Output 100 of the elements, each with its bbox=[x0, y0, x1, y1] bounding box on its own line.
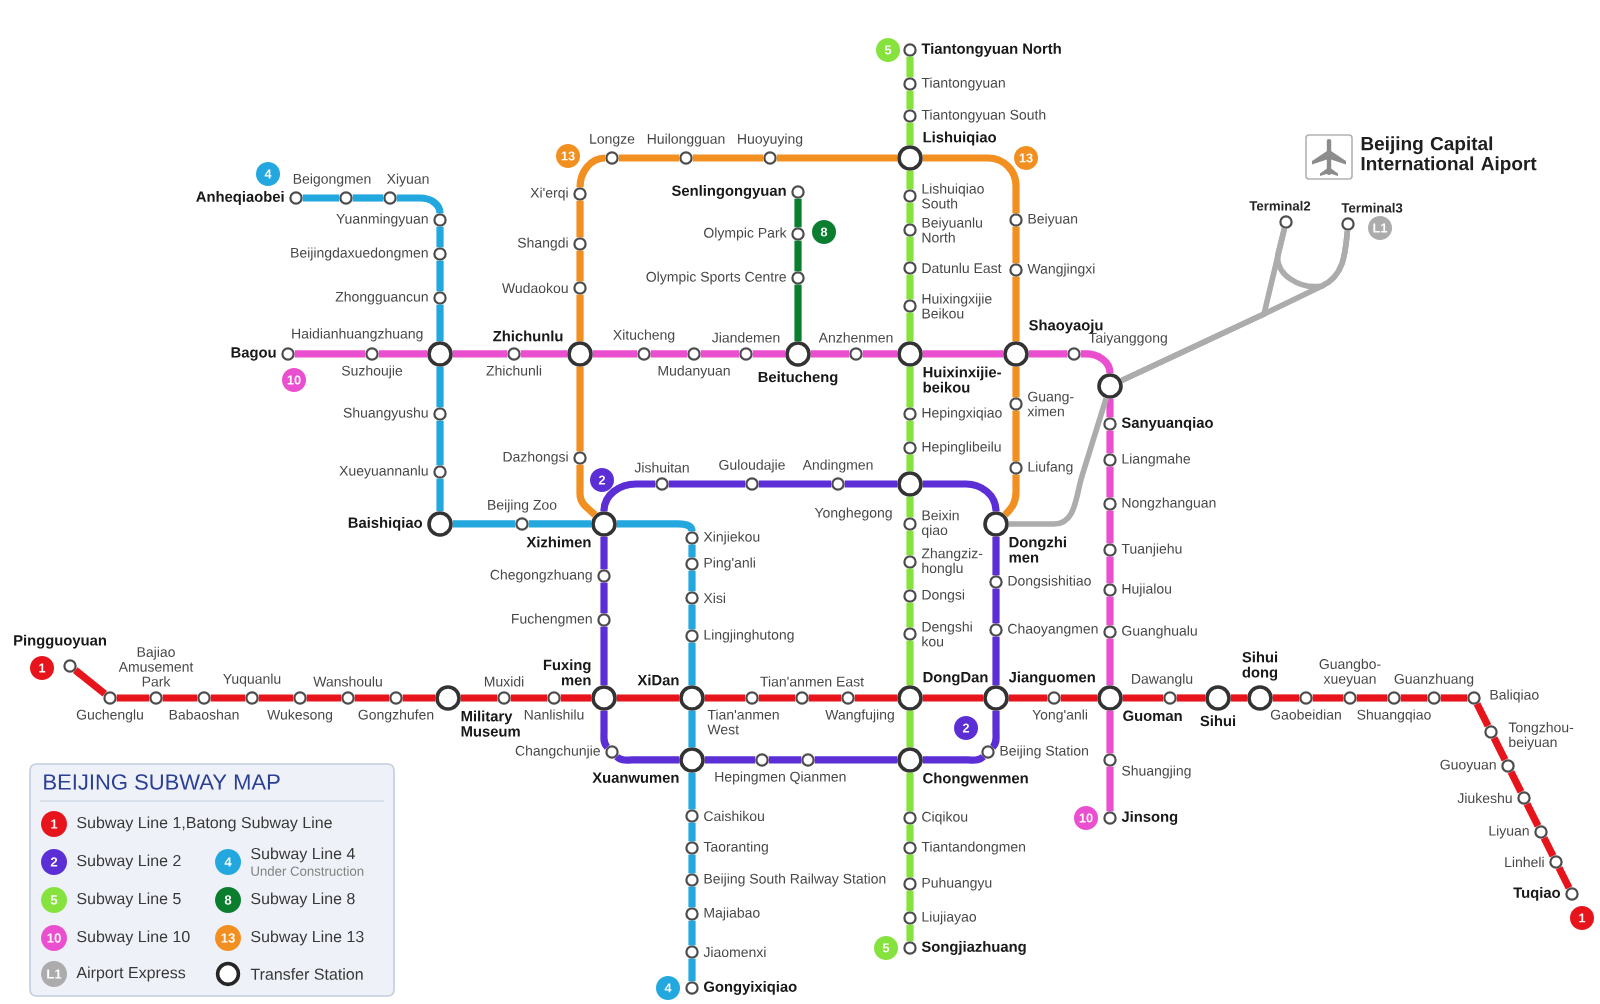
route-line bbox=[576, 366, 584, 452]
route-line bbox=[576, 200, 584, 238]
route-line bbox=[688, 544, 696, 558]
route-line bbox=[906, 420, 914, 442]
route-line bbox=[618, 154, 680, 162]
route-line bbox=[906, 312, 914, 342]
route-line bbox=[688, 958, 696, 982]
route-line bbox=[922, 753, 986, 764]
route-line bbox=[402, 694, 436, 702]
route-line bbox=[258, 694, 294, 702]
route-line bbox=[1122, 694, 1164, 702]
route-line bbox=[116, 694, 150, 702]
route-line bbox=[688, 604, 696, 630]
route-line bbox=[302, 194, 340, 202]
route-line bbox=[862, 350, 898, 358]
route-line bbox=[906, 236, 914, 262]
route-line bbox=[768, 756, 802, 764]
route-line bbox=[688, 854, 696, 874]
legend-text: Subway Line 2 bbox=[77, 854, 181, 870]
route-line bbox=[906, 602, 914, 628]
legend-text: Subway Line 1,Batong Subway Line bbox=[77, 816, 332, 832]
route-line bbox=[906, 366, 914, 408]
route-line bbox=[436, 260, 444, 292]
route-line bbox=[688, 570, 696, 592]
route-line bbox=[576, 464, 598, 518]
route-line bbox=[906, 170, 914, 190]
route-line bbox=[794, 240, 802, 272]
route-line bbox=[1312, 694, 1344, 702]
route-line bbox=[460, 694, 498, 702]
route-line bbox=[906, 90, 914, 110]
route-line bbox=[1008, 397, 1109, 527]
route-line bbox=[906, 854, 914, 878]
route-line bbox=[378, 350, 428, 358]
route-line bbox=[922, 350, 1004, 358]
route-line bbox=[1440, 694, 1468, 702]
route-line bbox=[1176, 694, 1206, 702]
route-line bbox=[814, 756, 898, 764]
route-line bbox=[1060, 694, 1098, 702]
route-line bbox=[600, 626, 608, 686]
route-line bbox=[700, 350, 740, 358]
route-line bbox=[354, 694, 390, 702]
route-line bbox=[752, 350, 786, 358]
route-line bbox=[294, 350, 366, 358]
route-line bbox=[162, 694, 198, 702]
route-line bbox=[688, 710, 696, 748]
route-line bbox=[906, 122, 914, 146]
legend-text: Transfer Station bbox=[250, 968, 363, 980]
route-line bbox=[210, 694, 246, 702]
route-line bbox=[352, 194, 384, 202]
route-line bbox=[616, 694, 680, 702]
route-line bbox=[688, 642, 696, 686]
route-line bbox=[1230, 694, 1248, 702]
route-line bbox=[396, 194, 444, 214]
route-line bbox=[614, 753, 680, 764]
route-line bbox=[436, 304, 444, 342]
route-line bbox=[906, 530, 914, 556]
route-line bbox=[616, 520, 696, 533]
route-line bbox=[992, 636, 1000, 686]
route-line bbox=[1106, 398, 1114, 418]
route-line bbox=[922, 480, 1000, 512]
route-line bbox=[688, 772, 696, 810]
route-line bbox=[758, 694, 796, 702]
route-line bbox=[1002, 474, 1020, 518]
route-line bbox=[1356, 694, 1388, 702]
route-line bbox=[906, 710, 914, 748]
route-line bbox=[906, 924, 914, 942]
route-line bbox=[808, 694, 842, 702]
transfer-circle bbox=[1097, 373, 1123, 399]
route-line bbox=[704, 756, 756, 764]
route-line bbox=[794, 284, 802, 342]
route-line bbox=[906, 56, 914, 78]
route-line bbox=[1080, 350, 1114, 374]
legend-text: Subway Line 10 bbox=[77, 930, 190, 946]
route-line bbox=[436, 366, 444, 408]
route-line bbox=[688, 920, 696, 946]
route-line bbox=[528, 520, 592, 528]
route-line bbox=[1272, 694, 1300, 702]
route-line bbox=[1008, 694, 1048, 702]
route-line bbox=[1540, 836, 1557, 858]
route-line bbox=[1012, 366, 1020, 398]
route-line bbox=[906, 890, 914, 912]
route-line bbox=[854, 694, 898, 702]
route-line bbox=[520, 350, 568, 358]
route-line bbox=[810, 350, 850, 358]
route-line bbox=[989, 710, 1000, 750]
route-line bbox=[600, 710, 611, 750]
route-line bbox=[600, 536, 608, 570]
route-line bbox=[1106, 466, 1114, 498]
route-line bbox=[510, 694, 548, 702]
route-line bbox=[452, 350, 508, 358]
route-line bbox=[560, 694, 592, 702]
route-line bbox=[1106, 556, 1114, 584]
legend-text: Subway Line 4 bbox=[251, 847, 355, 863]
route-line bbox=[600, 582, 608, 614]
route-line bbox=[436, 478, 444, 512]
route-line bbox=[776, 154, 898, 162]
airport-label: Beijing Capital International Aiport bbox=[1361, 136, 1537, 175]
route-line bbox=[906, 496, 914, 518]
route-line bbox=[692, 154, 764, 162]
route-line bbox=[906, 640, 914, 686]
